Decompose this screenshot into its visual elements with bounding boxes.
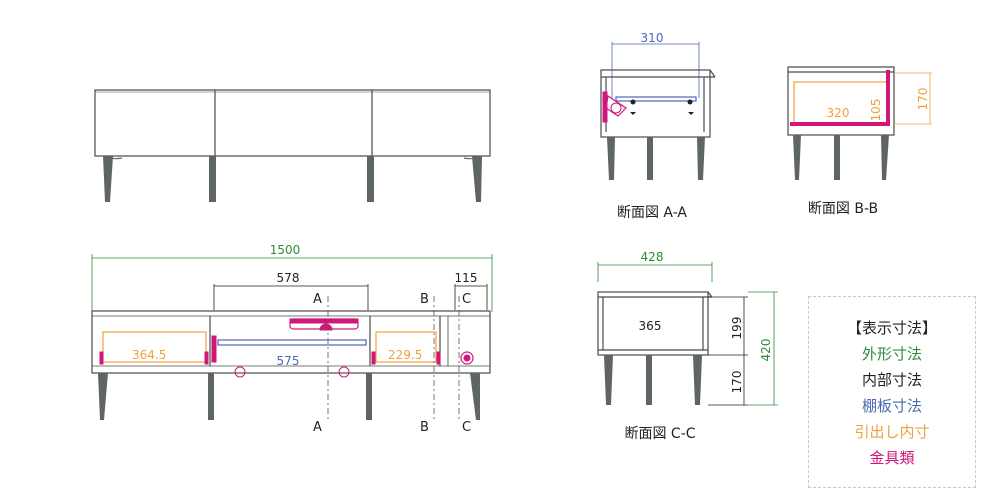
- section-cc: 428 365 199 170 420 断面図 C-C: [597, 250, 778, 442]
- bb-outer-h-label: 170: [916, 88, 930, 111]
- section-mark-b-bottom: B: [420, 420, 429, 435]
- cc-width-label: 428: [641, 250, 664, 264]
- legend: 【表示寸法】 外形寸法 内部寸法 棚板寸法 引出し内寸 金具類: [808, 296, 976, 488]
- section-cut-lines: [327, 296, 460, 420]
- cc-legs: [604, 355, 702, 405]
- legend-shelf: 棚板寸法: [861, 397, 922, 415]
- plan-inner-label: 578: [277, 271, 300, 285]
- cc-leg-h-label: 170: [730, 371, 744, 394]
- cc-body: [597, 291, 709, 356]
- plan-left-drawer-label: 364.5: [132, 348, 166, 362]
- plan-left-slide: [99, 351, 104, 365]
- aa-width-label: 310: [641, 31, 664, 45]
- plan-cabinet-body: [91, 310, 491, 374]
- front-leg-4: [472, 156, 482, 202]
- front-cabinet-body: [94, 89, 491, 157]
- legend-title: 【表示寸法】: [846, 319, 937, 337]
- front-elevation: [94, 89, 491, 202]
- section-mark-a-bottom: A: [313, 420, 322, 435]
- bb-body: [787, 66, 895, 136]
- plan-shelf: [217, 339, 367, 346]
- front-leg-3: [367, 156, 374, 202]
- plan-legs: [98, 373, 480, 420]
- legend-hardware: 金具類: [869, 449, 915, 467]
- section-mark-b-top: B: [420, 292, 429, 307]
- plan-width-label: 1500: [270, 243, 301, 257]
- legend-internal: 内部寸法: [861, 371, 922, 389]
- plan-view: 1500 578 115 364.5 229.: [91, 243, 493, 435]
- plan-hardware: [99, 318, 474, 378]
- section-mark-c-bottom: C: [462, 420, 471, 435]
- plan-shelf-pin-left: [211, 335, 217, 363]
- bb-legs: [793, 135, 889, 180]
- section-aa: 310 断面図 A-A: [600, 31, 716, 221]
- plan-right-slide: [371, 351, 376, 365]
- front-leg-1: [103, 156, 113, 202]
- bb-depth-label: 320: [827, 106, 850, 120]
- legend-drawer: 引出し内寸: [854, 423, 930, 441]
- cc-body-h-label: 199: [730, 317, 744, 340]
- front-leg-2: [209, 156, 216, 202]
- plan-right-drawer-label: 229.5: [388, 348, 422, 362]
- plan-shelf-label: 575: [277, 354, 300, 368]
- plan-c-label: 115: [455, 271, 478, 285]
- section-mark-a-top: A: [313, 292, 322, 307]
- plan-right-drawer: [375, 331, 437, 363]
- bb-inner-h-label: 105: [869, 99, 883, 122]
- plan-left-drawer: [102, 331, 207, 363]
- plan-inner-dimension: [213, 284, 369, 310]
- aa-hinge: [602, 91, 627, 123]
- aa-shelf: [615, 96, 697, 102]
- plan-leg-mount-1: [234, 366, 246, 378]
- plan-width-dimension: [91, 254, 493, 312]
- cc-inner-d-label: 365: [639, 319, 662, 333]
- legend-external: 外形寸法: [861, 345, 922, 363]
- aa-title: 断面図 A-A: [617, 205, 687, 221]
- bb-slide: [790, 122, 890, 126]
- bb-title: 断面図 B-B: [808, 201, 878, 217]
- plan-c-dimension: [454, 284, 488, 310]
- section-mark-c-top: C: [462, 292, 471, 307]
- plan-caster: [460, 351, 474, 365]
- cc-total-h-label: 420: [759, 339, 773, 362]
- plan-hinge-cup: [319, 323, 333, 331]
- aa-legs: [607, 137, 705, 180]
- plan-leg-mount-2: [338, 366, 350, 378]
- section-bb: 320 105 170 断面図 B-B: [787, 66, 932, 217]
- aa-body: [600, 69, 711, 138]
- cc-title: 断面図 C-C: [624, 426, 695, 442]
